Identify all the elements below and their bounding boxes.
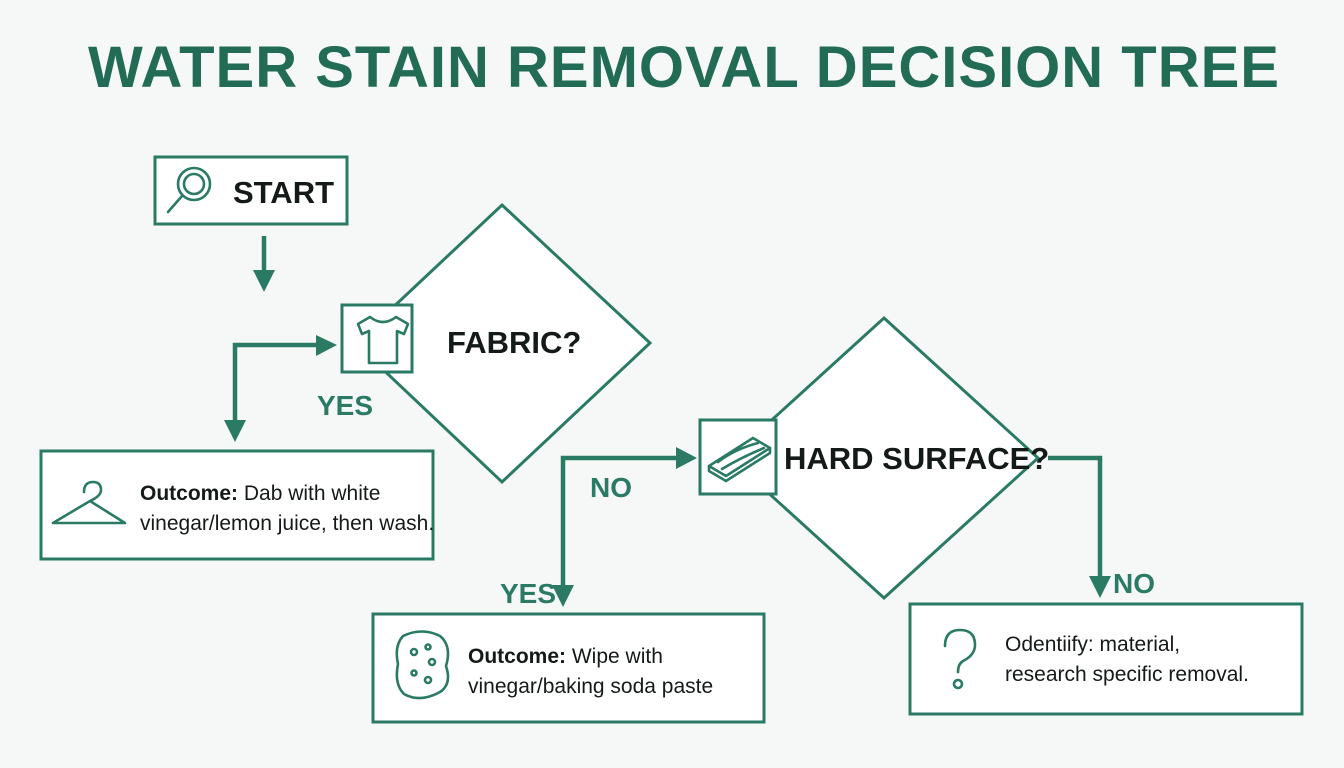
edge-label-hard-yes: YES bbox=[500, 578, 556, 609]
page-title: WATER STAIN REMOVAL DECISION TREE bbox=[88, 35, 1280, 100]
outcome-hard-prefix: Outcome: bbox=[468, 645, 566, 668]
start-label: START bbox=[233, 175, 334, 210]
connector-hard-surface bbox=[552, 447, 697, 607]
connector-hard-no bbox=[1048, 455, 1111, 598]
tshirt-icon bbox=[356, 315, 410, 365]
wood-plank-icon bbox=[707, 436, 772, 483]
start-node: START bbox=[153, 155, 349, 226]
outcome-fabric-prefix: Outcome: bbox=[140, 482, 238, 505]
outcome-hard-line1: Wipe with bbox=[566, 645, 663, 668]
outcome-fabric-line2: vinegar/lemon juice, then wash. bbox=[140, 512, 434, 535]
unknown-material-box: Odentiify: material, research specific r… bbox=[908, 602, 1304, 716]
edge-label-hard-no: NO bbox=[1113, 568, 1155, 599]
fabric-decision-diamond bbox=[352, 202, 653, 485]
fabric-icon-box bbox=[340, 303, 414, 374]
hard-surface-label: HARD SURFACE? bbox=[784, 441, 1049, 476]
outcome-fabric-line1: Dab with white bbox=[238, 482, 380, 505]
edge-label-fabric-no: NO bbox=[590, 472, 632, 503]
outcome-fabric-box: Outcome: Dab with white vinegar/lemon ju… bbox=[39, 449, 435, 561]
magnifier-icon bbox=[166, 166, 212, 214]
edge-label-fabric-yes: YES bbox=[317, 390, 373, 421]
question-mark-icon bbox=[943, 628, 977, 690]
outcome-hard-line2: vinegar/baking soda paste bbox=[468, 675, 713, 698]
connector-start bbox=[253, 236, 275, 292]
unknown-line2: research specific removal. bbox=[1005, 663, 1249, 686]
hard-surface-decision-diamond bbox=[727, 315, 1041, 601]
svg-text:Outcome: Wipe with: Outcome: Wipe with bbox=[468, 645, 663, 668]
unknown-line1: Odentiify: material, bbox=[1005, 633, 1180, 656]
svg-text:Outcome: Dab with white: Outcome: Dab with white bbox=[140, 482, 380, 505]
connector-fabric bbox=[224, 335, 337, 442]
outcome-hard-surface-box: Outcome: Wipe with vinegar/baking soda p… bbox=[371, 612, 766, 724]
fabric-label: FABRIC? bbox=[447, 325, 581, 360]
hanger-icon bbox=[51, 480, 127, 525]
sponge-icon bbox=[395, 630, 450, 700]
